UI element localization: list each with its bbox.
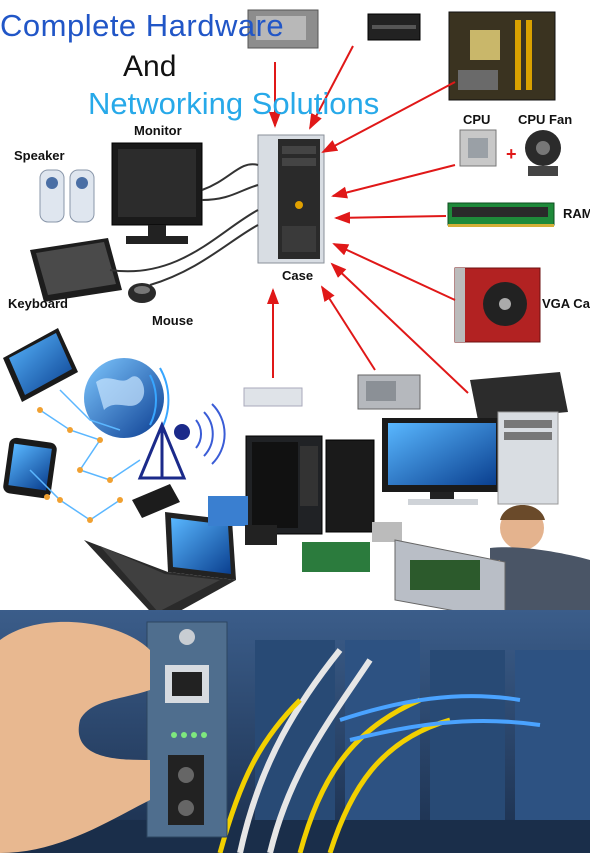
connection-arrows <box>267 45 469 394</box>
vga-card-image <box>454 267 541 343</box>
label-cpu-fan: CPU Fan <box>518 112 573 127</box>
label-mouse: Mouse <box>152 313 194 328</box>
computer-case-image <box>257 134 325 264</box>
media-converter-module-image <box>146 621 228 838</box>
cpu-image <box>459 129 497 167</box>
cables-image <box>217 648 541 853</box>
hand-image <box>0 621 150 853</box>
title-line-2: And <box>123 50 177 83</box>
svg-text:+: + <box>506 144 517 164</box>
desktop-monitor-image <box>382 418 502 505</box>
label-speaker: Speaker <box>14 148 65 163</box>
hard-drive-image <box>357 374 421 410</box>
cpu-fan-image <box>525 130 561 176</box>
title-line-1: Complete Hardware <box>0 8 285 43</box>
label-cpu: CPU <box>463 112 491 127</box>
label-vga-card: VGA Car <box>542 296 590 311</box>
sound-card-image <box>470 372 568 420</box>
title-line-3: Networking Solutions <box>88 86 380 121</box>
label-monitor: Monitor <box>134 123 182 138</box>
globe-image <box>84 358 170 438</box>
desktop-tower-image <box>245 435 375 535</box>
mouse-image <box>128 283 156 303</box>
network-nodes <box>37 407 123 523</box>
open-server-image <box>394 539 506 621</box>
router-image <box>132 484 180 518</box>
desktop-pc-image <box>497 411 559 505</box>
component-boxes-image <box>208 496 402 572</box>
optical-drive-image <box>367 13 421 41</box>
keyboard-image <box>30 238 122 302</box>
power-supply-image <box>247 9 319 49</box>
label-keyboard: Keyboard <box>8 296 68 311</box>
ram-image <box>447 202 555 227</box>
tablet-image <box>3 328 78 402</box>
wifi-tower-image <box>137 403 226 480</box>
motherboard-image <box>448 11 556 101</box>
network-lines <box>29 389 141 521</box>
label-ram: RAM <box>563 206 590 221</box>
monitor-image <box>111 142 203 244</box>
label-case: Case <box>282 268 314 283</box>
speakers-image <box>39 169 95 223</box>
laptop-image <box>84 512 236 622</box>
